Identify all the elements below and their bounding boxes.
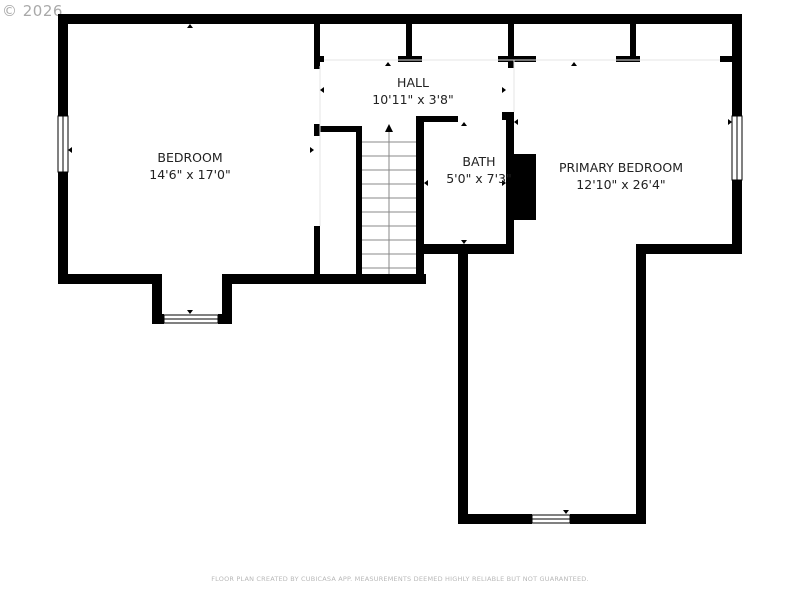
room-name: BEDROOM — [157, 150, 223, 165]
window-primary-bottom — [531, 514, 571, 524]
room-dimensions: 10'11" x 3'8" — [372, 92, 454, 107]
walls — [58, 14, 742, 524]
room-boundaries — [319, 59, 720, 226]
window-bedroom-left — [57, 115, 69, 173]
copyright-watermark: © 2026 — [2, 2, 63, 20]
room-label-primary-bedroom: PRIMARY BEDROOM 12'10" x 26'4" — [559, 159, 683, 193]
room-name: HALL — [397, 75, 429, 90]
room-dimensions: 12'10" x 26'4" — [576, 177, 666, 192]
room-name: BATH — [462, 154, 496, 169]
staircase — [362, 124, 416, 274]
footer-disclaimer: FLOOR PLAN CREATED BY CUBICASA APP. MEAS… — [211, 575, 589, 583]
room-label-bath: BATH 5'0" x 7'3" — [446, 153, 512, 187]
window-primary-right — [731, 115, 743, 181]
dimension-markers — [68, 24, 732, 514]
room-name: PRIMARY BEDROOM — [559, 160, 683, 175]
stairs-up-arrow-icon — [385, 124, 393, 132]
room-label-hall: HALL 10'11" x 3'8" — [372, 74, 453, 108]
window-bedroom-bay — [163, 314, 219, 324]
room-dimensions: 5'0" x 7'3" — [446, 171, 512, 186]
room-dimensions: 14'6" x 17'0" — [149, 167, 231, 182]
room-label-bedroom: BEDROOM 14'6" x 17'0" — [149, 149, 230, 183]
windows — [57, 115, 743, 524]
